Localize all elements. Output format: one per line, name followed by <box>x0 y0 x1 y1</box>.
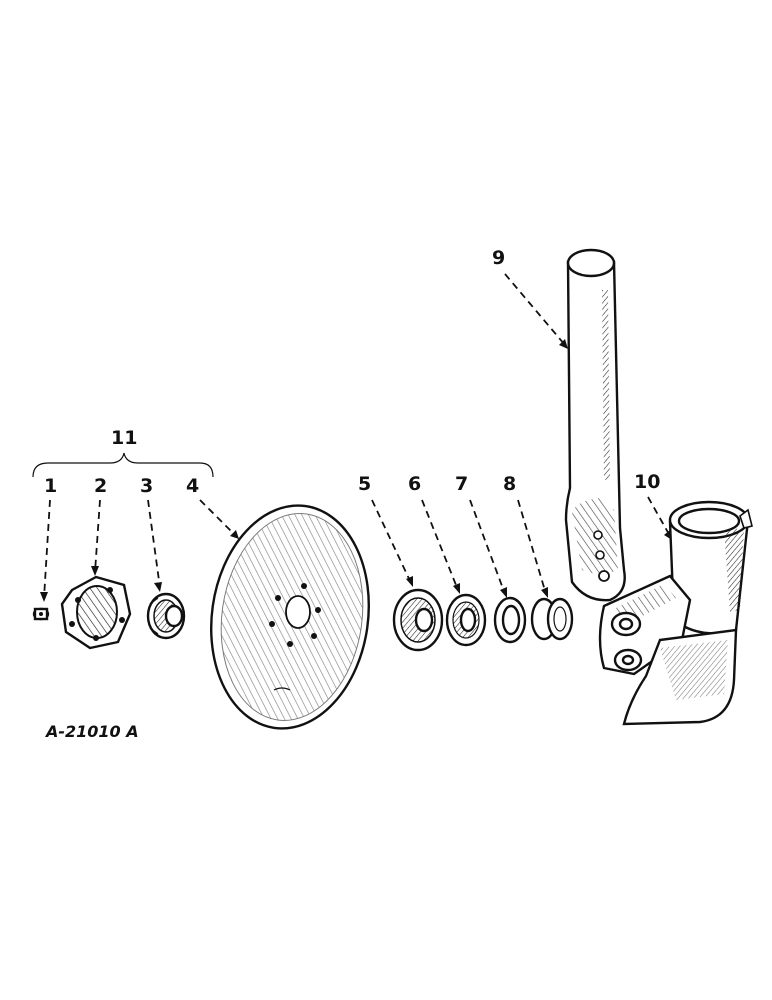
callout-9: 9 <box>492 247 505 269</box>
part-6-washer <box>445 593 487 647</box>
callout-4: 4 <box>186 475 199 497</box>
drawing-code: A-21010 A <box>44 722 139 741</box>
part-1-grease-fitting <box>32 607 50 621</box>
part-8-spacer <box>530 597 574 641</box>
part-5-bearing <box>392 588 444 652</box>
callout-6: 6 <box>408 473 421 495</box>
callout-8: 8 <box>503 473 516 495</box>
assembly-brace <box>32 452 214 478</box>
callout-2: 2 <box>94 475 107 497</box>
callout-7: 7 <box>455 473 468 495</box>
part-9-arm <box>564 248 626 602</box>
leader-lines <box>43 273 671 599</box>
part-7-washer <box>493 596 527 644</box>
callout-10: 10 <box>634 471 660 493</box>
part-2-hub-cap <box>60 575 132 650</box>
callout-1: 1 <box>44 475 57 497</box>
part-4-disc <box>210 504 370 730</box>
callout-11: 11 <box>111 427 137 449</box>
callout-3: 3 <box>140 475 153 497</box>
callout-5: 5 <box>358 473 371 495</box>
part-10-boot <box>598 500 753 726</box>
part-3-bearing-nut <box>146 592 186 640</box>
